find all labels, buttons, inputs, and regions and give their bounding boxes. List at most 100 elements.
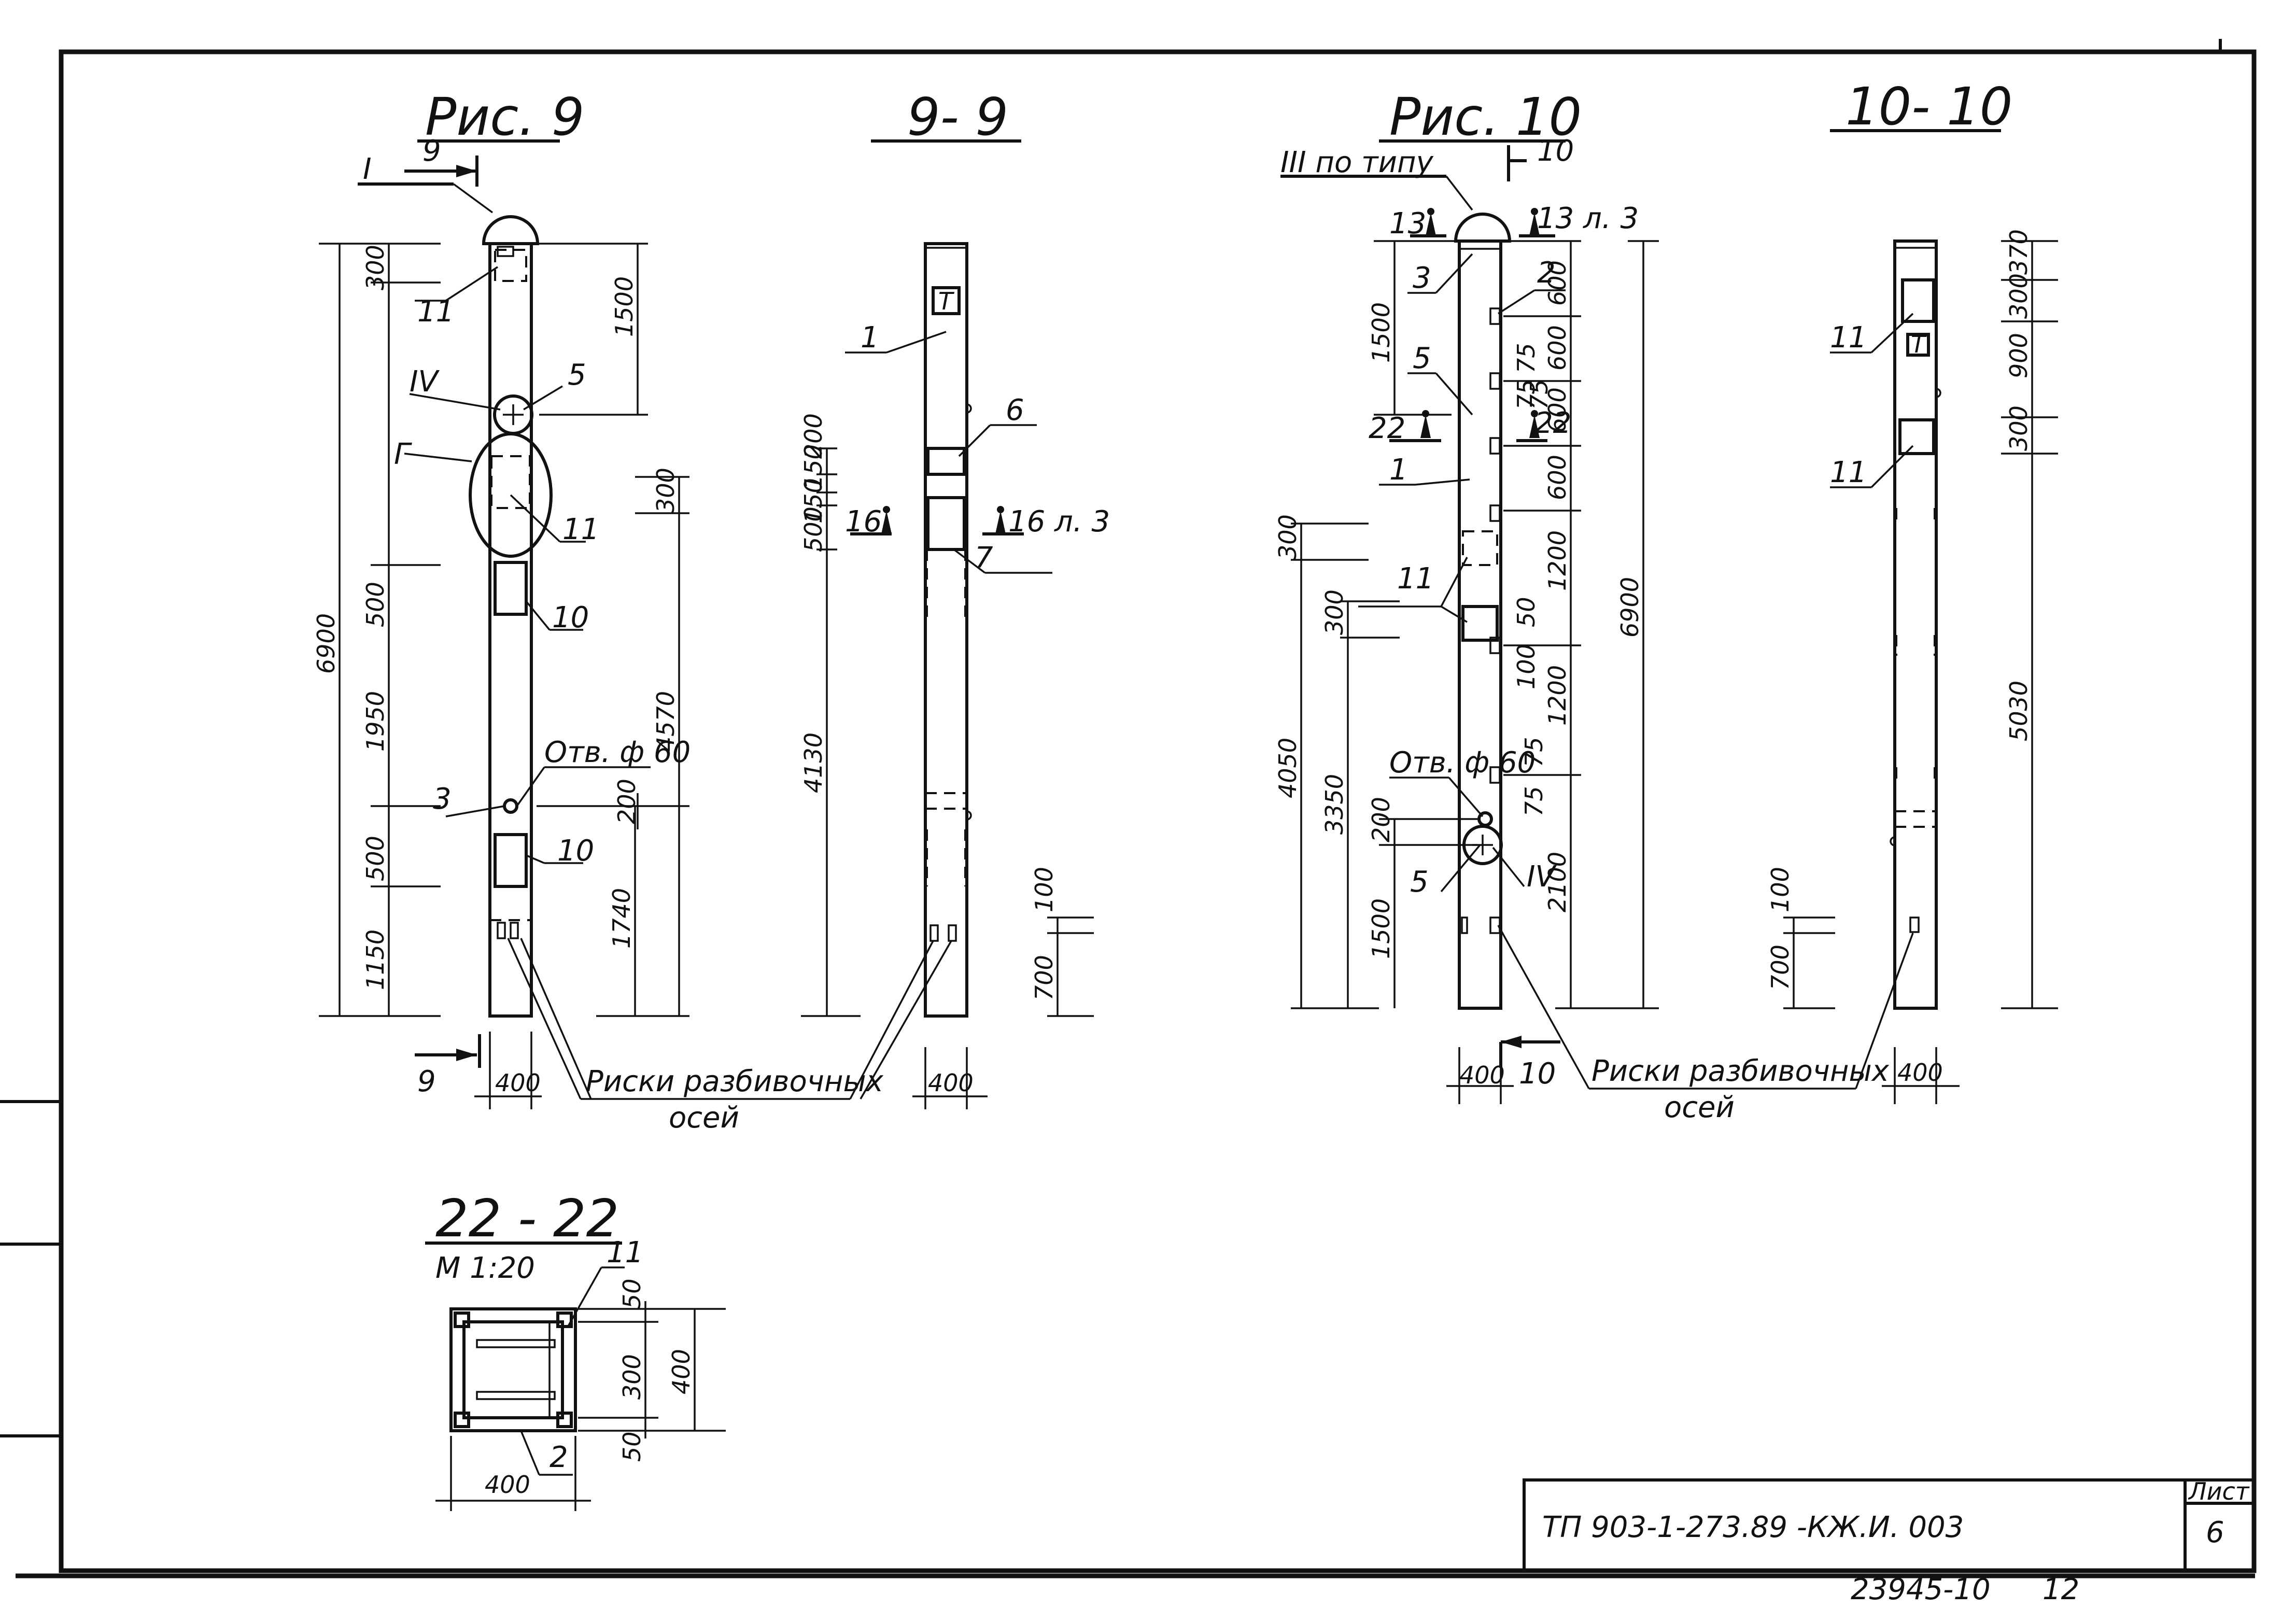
fig9-dim-1740: 1740 — [608, 888, 636, 949]
sec22-view: 22 - 22 М 1:20 11 2 50 300 50 — [425, 1188, 726, 1511]
footer-format: 12 — [2043, 1573, 2079, 1606]
sec9-dim-150b: 150 — [799, 478, 827, 524]
fig10-dim-75e: 75 — [1520, 786, 1548, 816]
fig10-marks-note-1: Риски разбивочных — [1591, 1054, 1890, 1088]
sec10-dim-900: 900 — [2005, 333, 2033, 378]
sec22-dim-400-bottom: 400 — [485, 1471, 530, 1499]
fig10-section-mark: 10 — [1537, 134, 1574, 168]
sec22-dim-300: 300 — [618, 1354, 646, 1400]
sec9-cut-right: 16 л. 3 — [1008, 505, 1110, 539]
footer-inventory: 23945-10 — [1851, 1573, 1991, 1606]
fig10-dim-600c: 600 — [1543, 387, 1571, 433]
sec9-column — [924, 242, 968, 1018]
sec10-view: 10- 10 T 11 11 — [1766, 76, 2058, 1104]
fig10-label-1: 1 — [1389, 453, 1408, 487]
fig9-dim-1500: 1500 — [610, 276, 638, 337]
fig10-dim-75d: 75 — [1520, 737, 1548, 767]
sec9-label-6: 6 — [1006, 393, 1024, 427]
fig10-dim-1200b: 1200 — [1543, 665, 1571, 726]
title-block-sheet-number: 6 — [2206, 1516, 2224, 1549]
sec9-cut-left: 16 — [845, 505, 882, 539]
fig9-label-3: 3 — [433, 782, 452, 816]
sec10-column — [1893, 239, 1938, 1010]
fig10-column — [1458, 239, 1502, 1010]
sec10-dim-100: 100 — [1766, 867, 1794, 912]
sec9-width: 400 — [928, 1069, 974, 1097]
sec9-dim-100: 100 — [1030, 867, 1058, 912]
sec10-dim-5030: 5030 — [2005, 681, 2033, 741]
fig9-dim-200: 200 — [613, 779, 641, 824]
fig9-dim-4570: 4570 — [652, 691, 680, 752]
fig9-marks-note-1: Риски разбивочных — [586, 1065, 884, 1098]
fig9-section-mark: 9 — [422, 134, 441, 168]
sec22-outline — [449, 1307, 577, 1432]
fig10-dim-300b: 300 — [1320, 589, 1348, 635]
fig9-label-10a: 10 — [552, 601, 589, 634]
fig9-dim-500a: 500 — [361, 582, 389, 627]
title-block: ТП 903-1-273.89 -КЖ.И. 003 Лист 6 — [1523, 1477, 2256, 1572]
fig10-dim-600b: 600 — [1543, 325, 1571, 371]
sec22-title: 22 - 22 — [435, 1188, 619, 1249]
sec9-title: 9- 9 — [907, 87, 1008, 147]
fig10-width: 400 — [1459, 1061, 1505, 1089]
fig10-section-mark-bottom: 10 — [1519, 1057, 1556, 1091]
fig10-hole: Отв. ф 60 — [1389, 746, 1536, 780]
fig10-dim-6900: 6900 — [1616, 577, 1644, 638]
fig9-node-i: I — [363, 152, 372, 186]
sec10-dim-300b: 300 — [2005, 405, 2033, 451]
sec10-width: 400 — [1897, 1059, 1943, 1087]
fig9-section-mark-bottom: 9 — [417, 1065, 436, 1098]
fig10-view: Рис. 10 III по типу 10 1 3 — [1274, 87, 1890, 1124]
sec22-label-11: 11 — [607, 1236, 643, 1270]
sec10-dim-370: 370 — [2005, 229, 2033, 275]
sec10-dim-300a: 300 — [2005, 273, 2033, 319]
title-block-code: ТП 903-1-273.89 -КЖ.И. 003 — [1542, 1511, 1964, 1544]
fig10-dim-75a: 75 — [1512, 343, 1540, 373]
fig9-hole: Отв. ф 60 — [544, 736, 691, 769]
fig9-dim-6900: 6900 — [312, 613, 340, 674]
fig10-cut-13-right: 13 л. 3 — [1537, 202, 1639, 235]
fig9-marks-note-2: осей — [669, 1101, 739, 1135]
fig9-dim-300-right: 300 — [652, 468, 680, 513]
fig10-dim-4050: 4050 — [1274, 738, 1302, 798]
fig9-label-11b: 11 — [562, 513, 599, 546]
fig10-node-iv: IV — [1527, 860, 1557, 894]
fig9-width: 400 — [495, 1069, 541, 1097]
fig10-cut-22-right: 22 — [1534, 406, 1571, 440]
fig10-marks-note-2: осей — [1664, 1091, 1735, 1124]
fig10-dim-100: 100 — [1512, 644, 1540, 689]
fig9-dim-1950: 1950 — [361, 691, 389, 752]
fig9-node-iv: IV — [410, 365, 440, 399]
sec9-label-1: 1 — [861, 321, 879, 355]
sec10-label-11b: 11 — [1830, 456, 1867, 489]
fig9-label-10b: 10 — [557, 834, 594, 868]
fig10-dim-200: 200 — [1367, 797, 1395, 842]
fig10-dim-1500b: 1500 — [1367, 898, 1395, 959]
sec22-label-2: 2 — [550, 1441, 568, 1474]
sec22-scale: М 1:20 — [435, 1251, 535, 1285]
fig10-dim-1200a: 1200 — [1543, 530, 1571, 591]
sec9-dim-4130: 4130 — [799, 732, 827, 793]
fig10-dim-600a: 600 — [1543, 260, 1571, 306]
sec22-dim-400-side: 400 — [667, 1349, 695, 1394]
sec9-label-7: 7 — [975, 541, 993, 575]
fig10-label-11: 11 — [1397, 562, 1434, 596]
fig10-dim-3350: 3350 — [1320, 774, 1348, 835]
sheet-frame — [0, 39, 2257, 1578]
fig9-title: Рис. 9 — [425, 87, 584, 147]
title-block-sheet-label: Лист — [2188, 1477, 2250, 1505]
sec10-t-mark: T — [1911, 330, 1927, 358]
fig10-label-5a: 5 — [1413, 342, 1431, 375]
fig10-label-3: 3 — [1413, 261, 1431, 295]
fig10-dim-1500a: 1500 — [1367, 302, 1395, 363]
sec9-dim-500: 500 — [799, 506, 827, 552]
fig10-title: Рис. 10 — [1389, 87, 1582, 147]
sec9-dim-700: 700 — [1030, 955, 1058, 1000]
fig9-dim-500b: 500 — [361, 836, 389, 881]
fig10-node-iii: III по типу — [1280, 146, 1434, 179]
sec10-title: 10- 10 — [1846, 76, 2012, 137]
fig10-dim-300a: 300 — [1274, 514, 1302, 560]
fig9-view: Рис. 9 9 I 11 IV 5 — [312, 87, 884, 1135]
sec9-dim-150a: 150 — [799, 444, 827, 490]
